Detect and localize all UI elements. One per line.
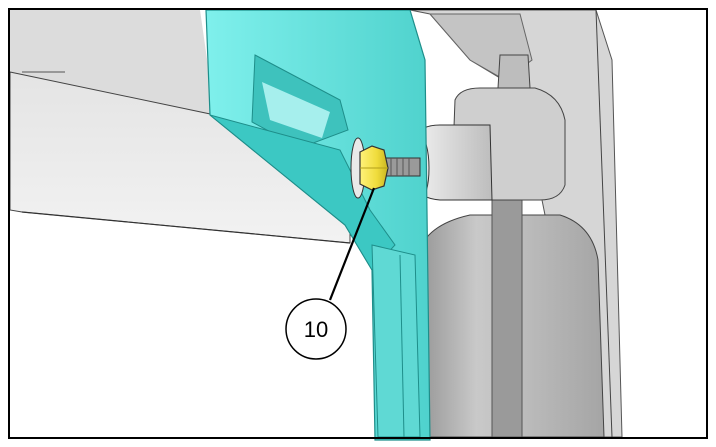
rail-bottom-edge [21,211,351,244]
callout-leader [328,187,376,301]
bracket-flange [209,114,396,271]
bracket-slot-inner [262,82,330,138]
hub-fin [497,54,531,89]
bracket-leg [371,244,421,438]
tire-tread [491,189,523,438]
callout-circle [285,298,347,360]
bracket-edge [399,254,405,438]
frame-edge-line [595,9,613,438]
rail-top-face [10,10,215,115]
callout-number: 10 [304,317,328,342]
frame-border [8,8,708,439]
